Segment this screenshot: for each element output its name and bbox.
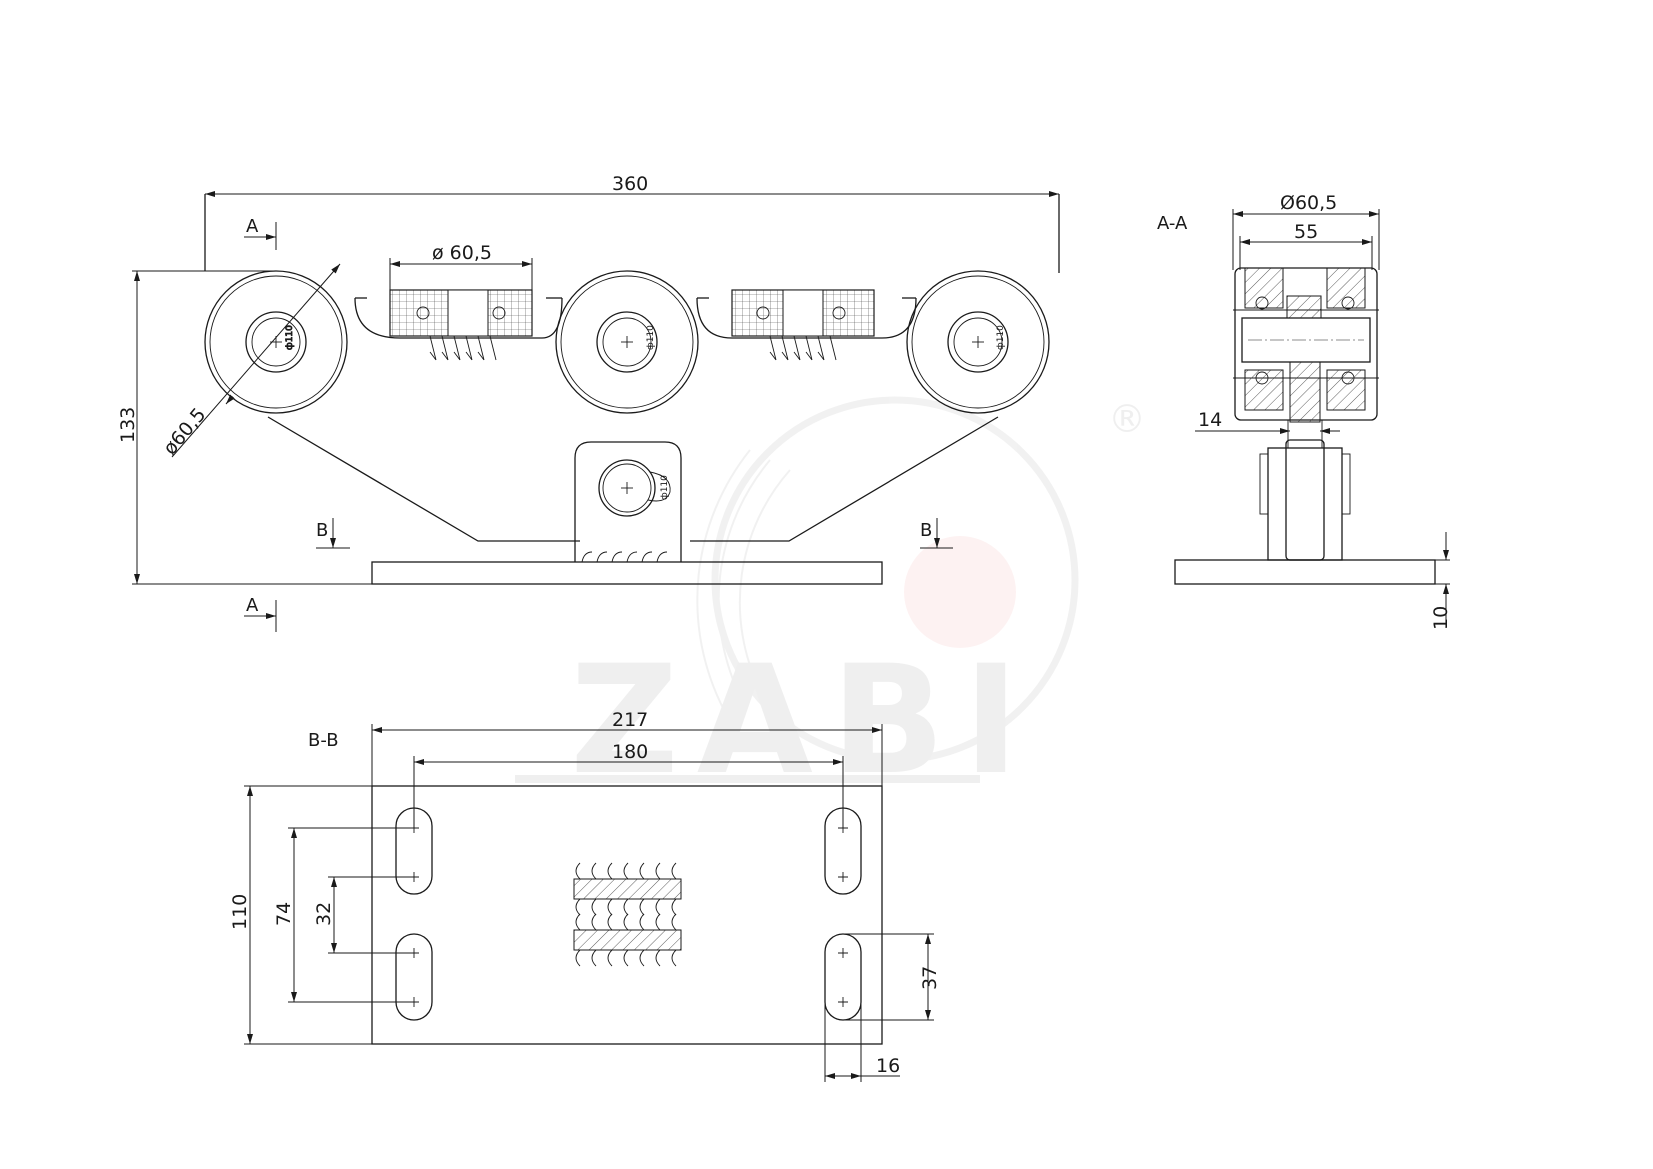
roller-left-bore — [251, 317, 301, 367]
dim-16-label: 16 — [876, 1055, 900, 1077]
roller-center-hub — [596, 311, 658, 373]
watermark-ring — [711, 396, 1079, 764]
bb-slot-bottom-left — [395, 933, 433, 1021]
roller-right-outer — [906, 270, 1050, 414]
section-a-bottom-label: A — [246, 595, 259, 616]
bracket-pin-marking: ф110 — [660, 475, 670, 500]
section-a-top-label: A — [246, 216, 259, 237]
roller-left-hub — [245, 311, 307, 373]
watermark-arc-1 — [738, 469, 791, 691]
dim-180-label: 180 — [612, 741, 648, 763]
section-b-left-label: B — [316, 520, 328, 541]
aa-bearing-top-right — [1326, 267, 1366, 309]
roller-center-rim — [560, 275, 694, 409]
dim-32-label: 32 — [313, 902, 335, 926]
watermark-arc-2 — [717, 459, 771, 701]
bearing-ball-1b — [492, 306, 506, 320]
roller-center-bore — [602, 317, 652, 367]
aa-stem — [1286, 295, 1322, 319]
dim-aa-thickness-label: 10 — [1430, 606, 1452, 630]
watermark-text: ZABI — [570, 634, 1037, 808]
roller-right-hub — [947, 311, 1009, 373]
aa-bearing-bot-right — [1326, 369, 1366, 411]
dim-110-label: 110 — [229, 894, 251, 930]
dim-aa-diameter-label: Ø60,5 — [1280, 192, 1337, 214]
aa-bearing-top-left — [1244, 267, 1284, 309]
weld-seam-2 — [769, 335, 837, 361]
watermark-arc-3 — [696, 449, 751, 711]
aa-vertical-plate — [1267, 447, 1343, 561]
carriage-body-outline — [204, 194, 1060, 542]
bb-weld-strips — [573, 862, 682, 967]
bearing-ball-2b — [832, 306, 846, 320]
roller-right-rim — [911, 275, 1045, 409]
bracket-clip — [647, 471, 671, 502]
watermark-registered: ® — [1108, 397, 1146, 441]
weld-seam-1 — [429, 335, 497, 361]
dim-aa-gap-label: 14 — [1198, 409, 1222, 431]
section-bb-view: B-B 217 180 110 — [229, 709, 941, 1082]
roller-left-rim — [209, 275, 343, 409]
dim-bearing-label: ø 60,5 — [432, 242, 492, 264]
guide-bearing-1 — [389, 289, 533, 361]
roller-center-marking: ф110 — [646, 325, 656, 350]
bearing-ball-2a — [756, 306, 770, 320]
section-bb-title: B-B — [308, 730, 339, 751]
bracket-weld — [581, 551, 668, 563]
aa-bearing-bot-left — [1244, 369, 1284, 411]
watermark-logo: ZABI ® — [515, 396, 1146, 808]
aa-vertical-roller — [1285, 439, 1325, 561]
aa-vertical-ring-right — [1341, 453, 1351, 515]
section-mark-a-bottom: A — [244, 595, 277, 632]
dim-217-label: 217 — [612, 709, 648, 731]
bearing-ball-1a — [416, 306, 430, 320]
aa-base-plate — [1174, 559, 1436, 585]
bracket-pin — [598, 459, 656, 517]
roller-center — [555, 270, 699, 414]
roller-center-outer — [555, 270, 699, 414]
bb-slot-bottom-right — [824, 933, 862, 1021]
dim-37-label: 37 — [919, 966, 941, 990]
section-mark-a-top: A — [244, 216, 277, 250]
center-bracket: ф110 — [574, 441, 682, 563]
roller-left-marking: ф110 — [285, 325, 295, 350]
bearing-bore-2 — [782, 289, 824, 337]
dim-360-label: 360 — [612, 173, 648, 195]
bearing-bore-1 — [447, 289, 489, 337]
dim-roller-diameter-label: ø60,5 — [159, 404, 211, 459]
roller-right-marking: ф110 — [996, 325, 1006, 350]
dim-133-label: 133 — [117, 407, 139, 443]
bb-slot-center-marks — [409, 823, 848, 1007]
section-b-right-label: B — [920, 520, 932, 541]
guide-bearing-2 — [731, 289, 875, 361]
dim-roller-diameter-leader — [171, 263, 341, 458]
aa-stem-lower — [1289, 361, 1321, 423]
watermark-dot — [904, 536, 1016, 648]
aa-vertical-ring-left — [1259, 453, 1269, 515]
bracket-pin-inner — [602, 463, 652, 513]
roller-right — [906, 270, 1050, 414]
bracket-outline — [574, 441, 682, 562]
dim-74-label: 74 — [273, 902, 295, 926]
bb-plate-outline — [371, 785, 883, 1045]
section-aa-view: A-A Ø60,5 55 — [1157, 192, 1452, 630]
section-aa-title: A-A — [1157, 213, 1188, 234]
section-mark-b-left: B — [316, 518, 350, 549]
base-plate-front — [371, 561, 883, 585]
dim-roller-diameter-leader-2 — [225, 394, 235, 405]
dim-aa-width-label: 55 — [1294, 221, 1318, 243]
section-mark-b-right: B — [920, 518, 953, 549]
roller-left — [204, 270, 348, 414]
roller-right-bore — [953, 317, 1003, 367]
